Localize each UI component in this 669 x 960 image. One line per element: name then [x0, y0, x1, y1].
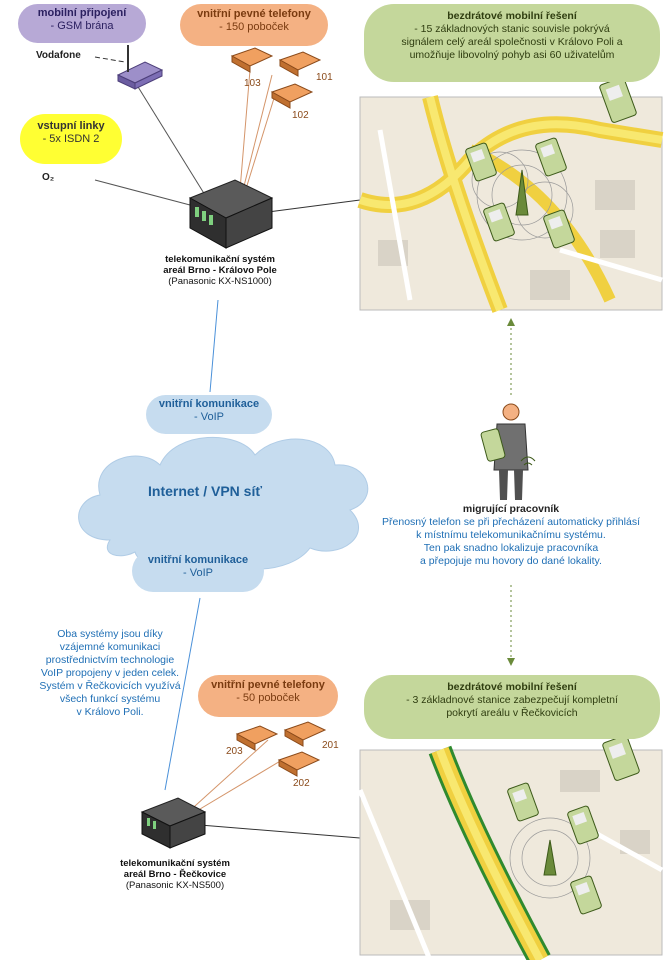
extension-203: 203	[226, 746, 243, 757]
gsm-to-system-line	[134, 81, 206, 196]
worker-line-1: Přenosný telefon se při přecházení autom…	[382, 516, 640, 528]
worker-line-3: Ten pak snadno lokalizuje pracovníka	[423, 542, 599, 554]
bottom-phones-title: vnitřní pevné telefony	[211, 679, 325, 691]
top-system-caption: telekomunikační systém areál Brno - Král…	[140, 254, 300, 287]
migrating-worker-title: migrující pracovník	[462, 503, 560, 515]
worker-line-4: a přepojuje mu hovory do dané lokality.	[420, 555, 602, 567]
systems-note: Oba systémy jsou díky vzájemné komunikac…	[20, 628, 200, 719]
top-wireless-bubble: bezdrátové mobilní řešení - 15 základnov…	[364, 4, 660, 82]
top-phones-detail: - 150 poboček	[219, 21, 289, 33]
note-line-7: v Královo Poli.	[76, 706, 144, 718]
voip-bottom-line	[164, 597, 201, 791]
cellphone-icon-map-bottom-3	[570, 875, 602, 915]
desk-phone-icon-202	[277, 751, 321, 777]
top-phones-title: vnitřní pevné telefony	[197, 8, 311, 20]
top-system-line1: telekomunikační systém	[165, 254, 275, 265]
bottom-system-line2: areál Brno - Řečkovice	[123, 869, 227, 880]
mobile-connection-detail: - GSM brána	[50, 20, 114, 32]
cellphone-icon-map-bottom-2	[567, 805, 599, 845]
internal-comm-bottom-bubble: vnitřní komunikace - VoIP	[132, 550, 264, 592]
input-lines-detail: - 5x ISDN 2	[42, 133, 100, 145]
map-kralovo-pole	[357, 95, 664, 313]
note-line-4: VoIP propojeny v jeden celek.	[40, 667, 180, 679]
note-line-2: vzájemné komunikaci	[59, 641, 161, 653]
bottom-phones-bubble: vnitřní pevné telefony - 50 poboček	[198, 675, 338, 717]
voip-top-line	[209, 299, 219, 393]
base-station-icon-top	[515, 169, 529, 216]
top-phones-bubble: vnitřní pevné telefony - 150 poboček	[180, 4, 328, 46]
vodafone-link	[94, 56, 126, 63]
cellphone-icon-map-top-2	[535, 137, 567, 177]
internet-vpn-label: Internet / VPN síť	[148, 483, 263, 499]
worker-line-2: k místnímu telekomunikačnímu systému.	[416, 529, 606, 541]
cellphone-icon-bottom-right	[602, 709, 642, 781]
extension-201: 201	[322, 740, 339, 751]
desk-phone-icon-201	[283, 721, 327, 747]
worker-icon	[480, 403, 536, 500]
cellphone-icon-map-bottom-1	[507, 782, 539, 822]
bottom-system-line1: telekomunikační systém	[120, 858, 230, 869]
mobile-connection-title: mobilní připojení	[37, 7, 127, 19]
extension-103: 103	[244, 78, 261, 89]
internal-comm-top-title: vnitřní komunikace	[158, 398, 260, 410]
system-to-map-bottom-line	[199, 824, 361, 839]
note-line-1: Oba systémy jsou díky	[57, 628, 163, 640]
input-lines-title: vstupní linky	[37, 120, 105, 132]
bottom-wireless-detail: - 3 základnové stanice zabezpečují kompl…	[406, 694, 618, 719]
bottom-system-model: (Panasonic KX-NS500)	[125, 880, 225, 891]
top-wireless-title: bezdrátové mobilní řešení	[447, 10, 577, 22]
base-station-icon-bottom	[543, 839, 557, 876]
phones-bottom-line-1	[184, 739, 269, 816]
telecom-server-icon-top	[188, 179, 274, 249]
cellphone-icon-top-right	[599, 51, 644, 123]
phones-top-line-2	[244, 94, 276, 193]
desk-phone-icon-203	[235, 725, 279, 751]
note-line-5: Systém v Řečkovicích využívá	[39, 680, 181, 692]
vodafone-label: Vodafone	[36, 50, 81, 61]
gsm-gateway-icon	[116, 29, 164, 90]
bottom-phones-detail: - 50 poboček	[236, 692, 300, 704]
extension-102: 102	[292, 110, 309, 121]
phones-bottom-line-2	[189, 759, 283, 816]
migrating-worker-text: migrující pracovník Přenosný telefon se …	[356, 503, 666, 568]
extension-202: 202	[293, 778, 310, 789]
internal-comm-bottom-title: vnitřní komunikace	[147, 554, 249, 566]
cellphone-icon-map-top-4	[543, 209, 575, 249]
isdn-to-system-line	[94, 179, 191, 206]
mobile-connection-bubble: mobilní připojení - GSM brána	[18, 4, 146, 43]
cellphone-icon-map-top-3	[483, 202, 515, 242]
input-lines-bubble: vstupní linky - 5x ISDN 2	[20, 114, 122, 164]
cellphone-icon-map-top-1	[465, 142, 497, 182]
desk-phone-icon-103	[230, 47, 274, 73]
top-system-line2: areál Brno - Královo Pole	[163, 265, 277, 276]
top-wireless-detail: - 15 základnových stanic souvisle pokrýv…	[401, 23, 623, 61]
bottom-wireless-bubble: bezdrátové mobilní řešení - 3 základnové…	[364, 675, 660, 739]
desk-phone-icon-101	[278, 51, 322, 77]
extension-101: 101	[316, 72, 333, 83]
bottom-wireless-title: bezdrátové mobilní řešení	[447, 681, 577, 693]
bottom-system-caption: telekomunikační systém areál Brno - Řečk…	[100, 858, 250, 891]
phones-top-line-3	[242, 74, 273, 191]
note-line-6: všech funkcí systému	[59, 693, 161, 705]
o2-label: O₂	[42, 172, 55, 183]
desk-phone-icon-102	[270, 83, 314, 109]
telecom-server-icon-bottom	[140, 797, 207, 849]
system-to-map-top-line	[267, 199, 361, 213]
map-reckovice	[357, 745, 664, 960]
internal-comm-bottom-detail: - VoIP	[183, 567, 213, 579]
internal-comm-top-detail: - VoIP	[194, 411, 224, 423]
top-system-model: (Panasonic KX-NS1000)	[168, 276, 272, 287]
note-line-3: prostřednictvím technologie	[45, 654, 175, 666]
internal-comm-top-bubble: vnitřní komunikace - VoIP	[146, 395, 272, 434]
phones-top-line-1	[239, 69, 251, 191]
